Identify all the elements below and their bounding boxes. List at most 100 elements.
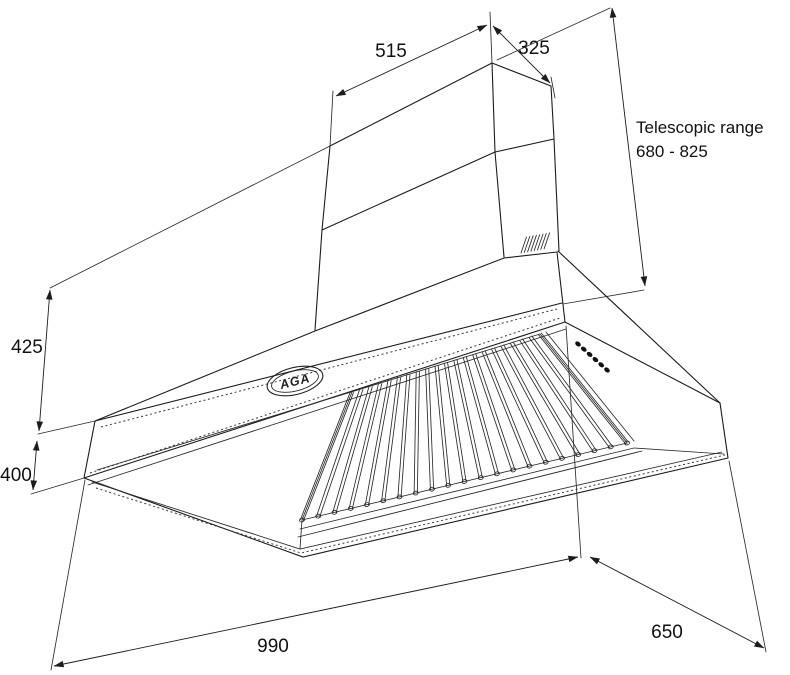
dimension-label-515: 515	[375, 41, 407, 62]
dimension-line	[335, 24, 488, 97]
baffle-edge	[416, 371, 420, 494]
baffle-end-cap	[299, 517, 305, 523]
baffle-edge	[494, 347, 548, 463]
baffle-end-cap	[526, 463, 533, 469]
baffle-edge	[303, 392, 354, 522]
chimney-joint-front	[321, 151, 496, 231]
filter-frame-right-edge-2	[545, 331, 635, 442]
baffle-edge	[316, 388, 361, 517]
filter-frame-right-edge	[539, 333, 628, 444]
chimney-left-edge	[314, 145, 331, 331]
baffle-end-cap	[477, 475, 484, 481]
telescopic-range-values: 680 - 825	[636, 142, 708, 161]
control-button-dot	[604, 367, 610, 373]
baffle-end-cap	[396, 494, 403, 500]
canopy-trim-line	[87, 328, 567, 486]
extension-line	[329, 90, 334, 147]
vent-slot	[527, 235, 534, 253]
canopy-back-right-edge	[557, 250, 721, 404]
baffle-edge	[512, 341, 581, 455]
skirt-back-right-corner-edge	[719, 402, 729, 459]
baffle-end-cap	[461, 479, 468, 484]
vent-slot	[540, 232, 547, 250]
baffle-end-cap	[347, 506, 354, 511]
chimney-vent-slots	[520, 232, 551, 254]
dimension-bottom-depth: 650	[589, 460, 767, 653]
filter-frame-top-edge	[96, 333, 541, 471]
filter-frame-left-edge	[301, 391, 353, 521]
baffle-edge	[332, 385, 370, 513]
extension-line	[562, 289, 645, 305]
baffle-edge	[335, 386, 373, 514]
dimension-line	[609, 7, 648, 287]
telescopic-range-label: Telescopic range	[636, 118, 764, 137]
skirt	[83, 321, 729, 558]
baffle-edge	[538, 334, 627, 445]
dimension-line	[53, 555, 579, 668]
extension-line	[565, 325, 582, 559]
baffle-edge	[397, 374, 408, 498]
filter-frame-corner	[299, 519, 303, 550]
baffle-end-cap	[380, 498, 387, 504]
rim-highlight	[95, 454, 726, 554]
canopy-right-corner-edge	[556, 251, 566, 323]
canopy-left-edge	[83, 420, 96, 479]
baffle-edge	[400, 374, 411, 498]
baffle-edge	[531, 335, 613, 447]
extension-line	[728, 460, 767, 653]
extension-line	[489, 11, 493, 64]
chimney-front-right-edge	[491, 62, 505, 258]
baffle-end-cap	[445, 482, 452, 488]
baffle-edge	[428, 368, 435, 490]
baffle-edge	[434, 365, 448, 486]
baffle-end-cap	[575, 452, 582, 457]
baffle-edge	[500, 345, 562, 460]
baffle-end-cap	[607, 444, 614, 450]
control-button-dot	[581, 346, 587, 352]
baffle-end-cap	[315, 513, 322, 519]
chimney-top-right-edge	[491, 62, 552, 87]
baffle-edge	[528, 337, 610, 449]
baffle-filters	[299, 332, 630, 523]
vent-slot	[530, 234, 537, 252]
control-button-dot	[592, 357, 599, 363]
badge-outer-oval	[266, 365, 324, 397]
skirt-right-top-edge	[564, 321, 721, 404]
dimension-label-650: 650	[651, 622, 683, 643]
dimension-label-990: 990	[257, 636, 289, 657]
filter-frame-front-line	[299, 447, 635, 530]
baffle-edge	[413, 371, 417, 494]
brand-badge: AGA	[266, 365, 324, 397]
baffle-end-cap	[510, 467, 517, 473]
dimension-line	[30, 440, 40, 491]
dimensions: 515 325 Telescopic range 680 - 825 425 4…	[0, 7, 767, 671]
extension-line	[37, 420, 96, 435]
dimension-chimney-top-width: 515	[329, 11, 493, 147]
control-button-dot	[575, 341, 581, 347]
baffle-edge	[425, 368, 431, 490]
dimension-lower-section-height: 400	[0, 440, 85, 495]
filter-frame-to-rim	[633, 447, 725, 455]
canopy-top-front-edge	[94, 302, 563, 422]
control-button-dot	[598, 362, 604, 368]
baffle-edge	[484, 350, 532, 466]
dimension-bottom-width: 990	[50, 325, 582, 671]
badge-brand-text: AGA	[278, 371, 312, 392]
dimension-label-400: 400	[0, 465, 32, 486]
baffle-edge	[462, 357, 496, 475]
vent-slot	[533, 234, 541, 252]
baffle-end-cap	[412, 490, 419, 496]
chimney	[314, 62, 560, 331]
baffle-edge	[453, 360, 480, 479]
baffle-edge	[481, 351, 529, 468]
canopy-top-back-edge	[94, 251, 558, 422]
chimney-back-right-edge	[550, 85, 560, 252]
baffle-edge	[519, 340, 594, 453]
extension-line	[49, 145, 331, 289]
baffle-edge	[540, 332, 629, 443]
baffle-end-cap	[429, 486, 435, 492]
dimension-label-325: 325	[518, 38, 550, 59]
baffle-edge	[351, 383, 383, 510]
baffle-edge	[447, 362, 467, 482]
baffle-end-cap	[591, 448, 598, 454]
